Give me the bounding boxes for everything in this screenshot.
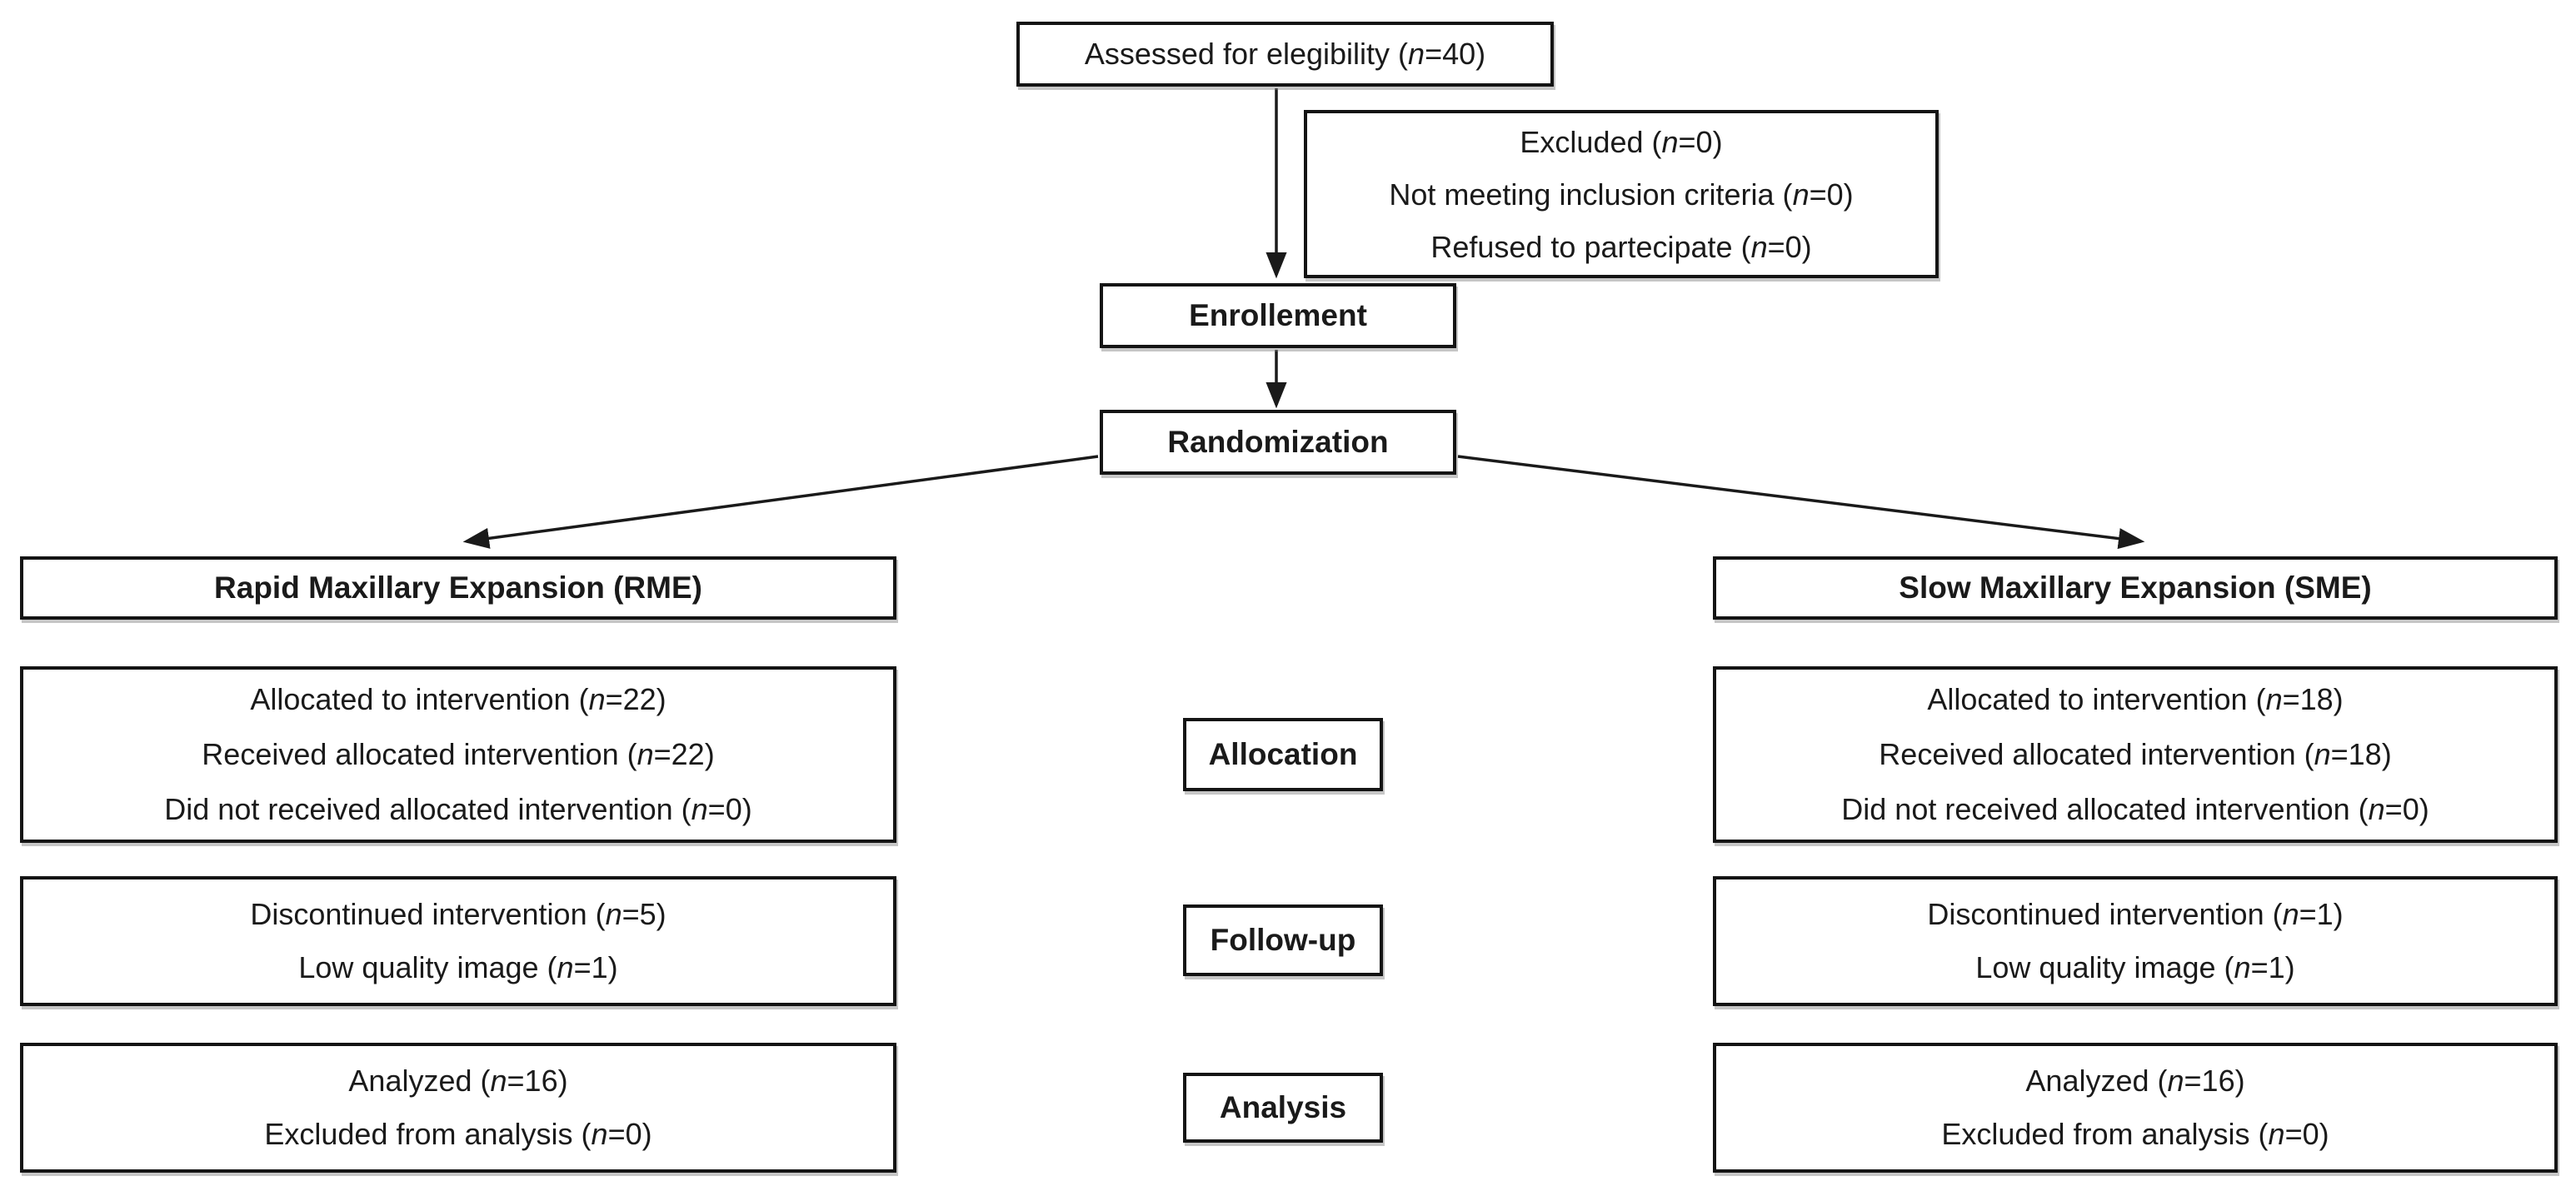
sme-analysis-box: Analyzed (n=16) Excluded from analysis (n…: [1713, 1043, 2558, 1173]
analysis-stage-label: Analysis: [1219, 1090, 1347, 1124]
allocation-stage-label: Allocation: [1208, 737, 1358, 771]
randomization-label: Randomization: [1167, 425, 1389, 459]
sme-followup-box: Discontinued intervention (n=1) Low quali…: [1713, 876, 2558, 1006]
arrow-randomization-to-rme: [462, 455, 1099, 549]
box-text-line: Low quality image (n=1): [298, 950, 618, 984]
arrow-randomization-to-sme: [1457, 455, 2145, 550]
box-text-line: Refused to partecipate (n=0): [1430, 229, 1812, 264]
box-text-line: Did not received allocated intervention …: [1841, 792, 2429, 826]
box-text-line: Not meeting inclusion criteria (n=0): [1389, 177, 1854, 212]
box-text-line: Excluded from analysis (n=0): [1941, 1117, 2329, 1151]
enrollement-stage-box: Enrollement: [1100, 283, 1456, 348]
rme-group-label: Rapid Maxillary Expansion (RME): [214, 571, 702, 605]
box-text-line: Discontinued intervention (n=5): [250, 897, 666, 931]
randomization-stage-box: Randomization: [1100, 410, 1456, 475]
box-text-line: Analyzed (n=16): [348, 1064, 568, 1098]
box-text-line: Did not received allocated intervention …: [164, 792, 752, 826]
box-text-line: Allocated to intervention (n=18): [1927, 682, 2344, 716]
box-text-line: Low quality image (n=1): [1975, 950, 2295, 984]
box-text-line: Assessed for elegibility (n=40): [1084, 37, 1486, 71]
analysis-stage-box: Analysis: [1183, 1073, 1383, 1143]
box-text-line: Excluded (n=0): [1520, 124, 1723, 159]
box-text-line: Received allocated intervention (n=18): [1879, 737, 2392, 771]
sme-allocation-box: Allocated to intervention (n=18) Received…: [1713, 666, 2558, 843]
sme-group-label: Slow Maxillary Expansion (SME): [1899, 571, 2372, 605]
followup-stage-box: Follow-up: [1183, 904, 1383, 976]
box-text-line: Excluded from analysis (n=0): [264, 1117, 652, 1151]
rme-allocation-box: Allocated to intervention (n=22) Received…: [20, 666, 896, 843]
rme-analysis-box: Analyzed (n=16) Excluded from analysis (n…: [20, 1043, 896, 1173]
sme-group-header-box: Slow Maxillary Expansion (SME): [1713, 556, 2558, 620]
box-text-line: Allocated to intervention (n=22): [250, 682, 666, 716]
box-text-line: Analyzed (n=16): [2025, 1064, 2245, 1098]
followup-stage-label: Follow-up: [1210, 923, 1356, 957]
assessed-for-eligibility-box: Assessed for elegibility (n=40): [1016, 22, 1554, 87]
allocation-stage-box: Allocation: [1183, 718, 1383, 791]
rme-followup-box: Discontinued intervention (n=5) Low quali…: [20, 876, 896, 1006]
rme-group-header-box: Rapid Maxillary Expansion (RME): [20, 556, 896, 620]
enrollement-label: Enrollement: [1189, 298, 1367, 332]
box-text-line: Received allocated intervention (n=22): [202, 737, 715, 771]
excluded-box: Excluded (n=0) Not meeting inclusion crit…: [1304, 110, 1939, 278]
box-text-line: Discontinued intervention (n=1): [1927, 897, 2344, 931]
